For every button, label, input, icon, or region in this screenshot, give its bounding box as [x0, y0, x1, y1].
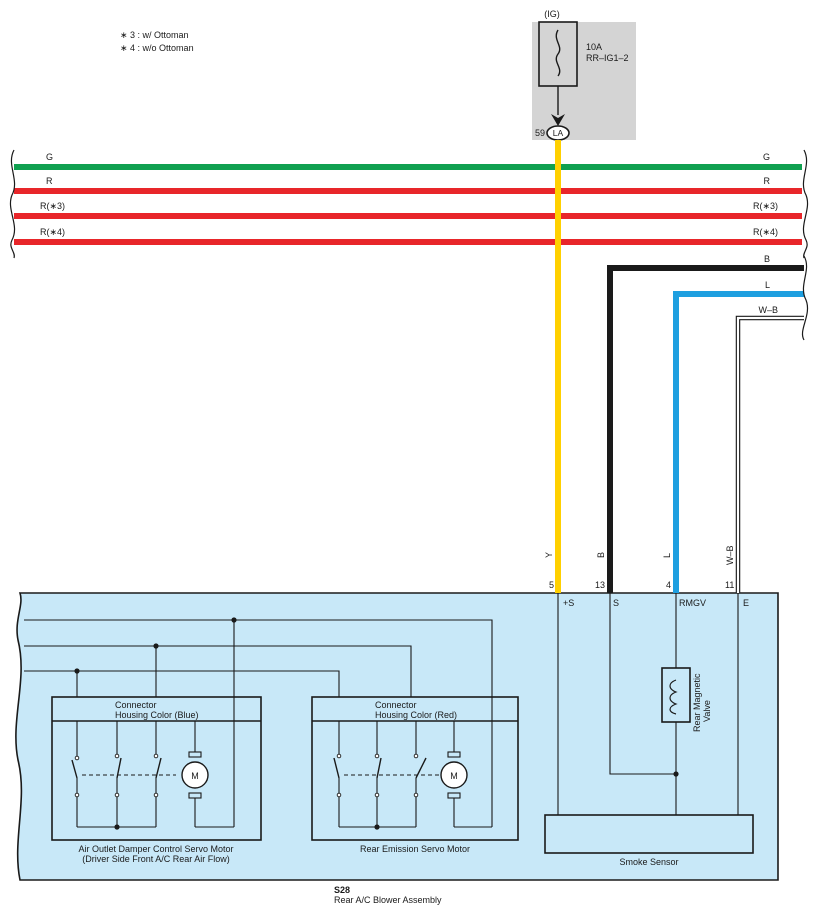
wire-b [607, 265, 804, 593]
note-without-ottoman: ∗ 4 : w/o Ottoman [120, 43, 194, 53]
motor-1-name-line1: Air Outlet Damper Control Servo Motor [78, 844, 233, 854]
motor-1-connector-line1: Connector [115, 700, 157, 710]
fuse-icon [555, 29, 561, 77]
junction-dot [153, 643, 159, 649]
smoke-sensor-label: Smoke Sensor [619, 857, 678, 867]
motor-2-symbol: M [450, 771, 458, 781]
bus-wires: G G R R R(∗3) R(∗3) R(∗4) R(∗4) [9, 149, 809, 259]
wire-code-y: Y [544, 552, 554, 558]
terminal-s: S [613, 598, 619, 608]
junction-dot [114, 824, 120, 830]
terminal-e: E [743, 598, 749, 608]
motor-1-symbol: M [191, 771, 199, 781]
pin-number-5: 5 [549, 580, 554, 590]
valve-box [661, 667, 691, 723]
servo-motor-2: Connector Housing Color (Red) [311, 696, 519, 854]
break-mark-right-lower [802, 255, 808, 341]
bus-wire-r4: R(∗4) R(∗4) [14, 227, 802, 245]
bus-wire-label-right: G [763, 152, 770, 162]
motor-2-connector-line2: Housing Color (Red) [375, 710, 457, 720]
bus-wire-label-right: R(∗4) [753, 227, 778, 237]
pin-number-13: 13 [595, 580, 605, 590]
smoke-sensor-box [544, 814, 754, 854]
right-wire-label-w-b: W–B [758, 305, 778, 315]
bus-wire-label-left: G [46, 152, 53, 162]
wire-w-b [735, 315, 804, 593]
break-mark-left [9, 149, 16, 259]
wire-code-w-b: W–B [725, 545, 735, 565]
motor-2-connector-line1: Connector [375, 700, 417, 710]
motor-2-name: Rear Emission Servo Motor [360, 844, 470, 854]
bus-wire-r3: R(∗3) R(∗3) [14, 201, 802, 219]
motor-icon [440, 761, 468, 789]
fuse-rating: 10A [586, 42, 602, 52]
arrow-down-icon [551, 114, 565, 126]
coil-icon [669, 679, 678, 715]
junction-dot [74, 668, 80, 674]
fuse-shaded-area [532, 22, 636, 140]
fuse-name: RR–IG1–2 [586, 53, 629, 63]
junction-dot [374, 824, 380, 830]
bus-wire-label-left: R(∗4) [40, 227, 65, 237]
wire-code-l: L [662, 553, 672, 558]
fuse-circuit-label: (IG) [544, 9, 560, 19]
internal-wiring [24, 593, 739, 815]
terminal-rmgv: RMGV [679, 598, 706, 608]
pin-number-4: 4 [666, 580, 671, 590]
right-wire-label-b: B [764, 254, 770, 264]
valve-label-line2: Valve [702, 700, 712, 722]
assembly-id: S28 [334, 885, 350, 895]
rear-magnetic-valve: Rear Magnetic Valve [661, 667, 712, 732]
bus-wire-label-right: R(∗3) [753, 201, 778, 211]
junction-dot [231, 617, 237, 623]
right-wire-label-l: L [765, 280, 770, 290]
motor-1-box [51, 696, 262, 841]
pin-number-11: 11 [725, 580, 734, 590]
assembly-box [15, 592, 779, 881]
smoke-sensor: Smoke Sensor [544, 814, 754, 867]
bus-wire-r: R R [14, 176, 802, 194]
break-mark-right [802, 149, 809, 259]
assembly-name: Rear A/C Blower Assembly [334, 895, 442, 905]
valve-label-line1: Rear Magnetic [692, 673, 702, 732]
motor-2-box [311, 696, 519, 841]
bus-wire-label-left: R [46, 176, 53, 186]
terminal-plus-s: +S [563, 598, 574, 608]
servo-motor-1: Connector Housing Color (Blue) [51, 696, 262, 864]
motor-icon [181, 761, 209, 789]
bus-wire-g: G G [14, 152, 802, 170]
bus-wire-label-right: R [764, 176, 771, 186]
motor-1-connector-line2: Housing Color (Blue) [115, 710, 199, 720]
fuse-pin-number: 59 [535, 128, 545, 138]
wire-l [673, 291, 804, 593]
note-with-ottoman: ∗ 3 : w/ Ottoman [120, 30, 189, 40]
bus-wire-label-left: R(∗3) [40, 201, 65, 211]
connector-la-label: LA [553, 128, 564, 138]
junction-dot [673, 771, 679, 777]
fuse-block: (IG) 10A RR–IG1–2 LA 59 [532, 9, 636, 141]
motor-1-name-line2: (Driver Side Front A/C Rear Air Flow) [82, 854, 230, 864]
wire-code-b: B [596, 552, 606, 558]
